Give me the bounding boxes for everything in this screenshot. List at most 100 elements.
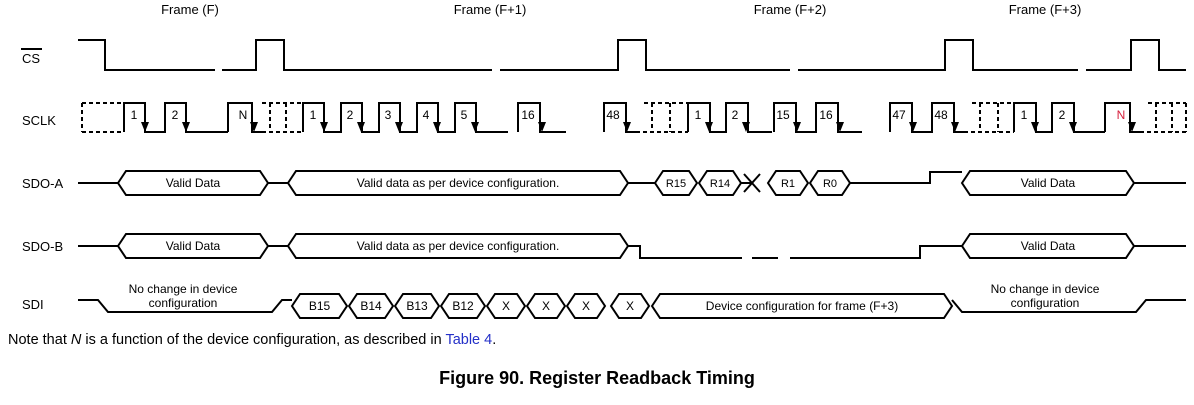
sdo-a-waveform: Valid Data Valid data as per device confi… <box>78 170 1186 196</box>
sdo-b-bus-shape-1 <box>286 233 630 259</box>
sdi-annotation-line1-1: No change in device <box>991 282 1100 296</box>
sdo-a-bus-shape-4 <box>766 170 810 196</box>
sdi-bus-label-2: B13 <box>406 299 428 313</box>
sclk-number-10: 1 <box>695 108 702 122</box>
frame-label-2: Frame (F+2) <box>754 2 827 17</box>
sclk-number-0: 1 <box>131 108 138 122</box>
sclk-falling-edge-arrow-15 <box>951 104 959 132</box>
sdo-b-bus-shape-0 <box>116 233 270 259</box>
signal-label-group: CS SCLK SDO-A SDO-B SDI <box>21 48 64 312</box>
sclk-falling-edge-arrow-14 <box>909 104 917 132</box>
sdo-a-bus-shape-5 <box>808 170 852 196</box>
sdi-annotation-line1-0: No change in device <box>129 282 238 296</box>
sdo-a-bus-shape-0 <box>116 170 270 196</box>
sclk-falling-edge-arrow-4 <box>357 104 365 132</box>
sdo-b-bus-label-2: Valid Data <box>1021 239 1076 253</box>
sdo-a-bus-shape-3 <box>697 170 743 196</box>
sdo-a-bus-shape-2 <box>653 170 699 196</box>
sclk-number-8: 16 <box>521 108 535 122</box>
cs-waveform <box>78 39 1186 71</box>
note-mid: is a function of the device configuratio… <box>81 332 446 348</box>
sdo-a-bus-label-2: R15 <box>666 178 686 190</box>
sclk-falling-edge-arrow-5 <box>395 104 403 132</box>
sdo-b-waveform: Valid Data Valid data as per device confi… <box>78 233 1186 259</box>
frame-label-3: Frame (F+3) <box>1009 2 1082 17</box>
sclk-number-12: 15 <box>776 108 790 122</box>
sdo-a-bus-group: Valid Data Valid data as per device confi… <box>116 170 1136 196</box>
sdo-b-bus-shape-2 <box>960 233 1136 259</box>
sclk-number-17: 2 <box>1059 108 1066 122</box>
sdo-a-bus-label-6: Valid Data <box>1021 176 1076 190</box>
sdo-a-bus-shape-6 <box>960 170 1136 196</box>
sclk-falling-edge-arrow-9 <box>623 104 631 132</box>
sdo-a-bus-label-3: R14 <box>710 178 730 190</box>
sdi-bus-shape-1 <box>347 293 395 319</box>
sclk-number-11: 2 <box>732 108 739 122</box>
signal-label-sdi: SDI <box>22 297 44 312</box>
sdi-bus-label-5: X <box>542 299 550 313</box>
timing-diagram: Frame (F)Frame (F+1)Frame (F+2)Frame (F+… <box>21 2 1187 319</box>
frame-label-0: Frame (F) <box>161 2 219 17</box>
sdo-a-bus-shape-1 <box>286 170 630 196</box>
note-table-link[interactable]: Table 4 <box>445 332 493 348</box>
sclk-falling-edge-arrow-13 <box>836 104 844 132</box>
sdi-bus-shape-7 <box>609 293 651 319</box>
sdi-annotation-line2-1: configuration <box>1011 296 1080 310</box>
sclk-number-3: 1 <box>310 108 317 122</box>
sdi-bus-shape-2 <box>393 293 441 319</box>
sdi-bus-shape-4 <box>485 293 527 319</box>
sdo-b-bus-label-1: Valid data as per device configuration. <box>357 239 560 253</box>
sdo-b-bus-label-0: Valid Data <box>166 239 221 253</box>
sdi-bus-label-0: B15 <box>309 299 331 313</box>
sclk-falling-edge-arrow-16 <box>1031 104 1039 132</box>
sdo-a-bus-label-5: R0 <box>823 178 837 190</box>
sclk-number-1: 2 <box>172 108 179 122</box>
sdi-bus-shape-3 <box>439 293 487 319</box>
sdo-a-bus-label-4: R1 <box>781 178 795 190</box>
sclk-falling-edge-arrow-7 <box>471 104 479 132</box>
figure-caption: Figure 90. Register Readback Timing <box>439 368 755 388</box>
sclk-number-4: 2 <box>347 108 354 122</box>
sclk-falling-edge-arrow-8 <box>538 104 546 132</box>
note-suffix: . <box>492 332 497 348</box>
sdo-a-bus-label-1: Valid data as per device configuration. <box>357 176 560 190</box>
figure-note: Note that N is a function of the device … <box>8 332 496 348</box>
sdi-bus-shape-5 <box>525 293 567 319</box>
sclk-falling-edge-arrow-1 <box>182 104 190 132</box>
sclk-falling-edge-arrow-11 <box>742 104 750 132</box>
sclk-falling-edge-arrow-10 <box>705 104 713 132</box>
sclk-number-5: 3 <box>385 108 392 122</box>
sclk-number-7: 5 <box>461 108 468 122</box>
sclk-falling-edge-arrow-12 <box>793 104 801 132</box>
sdi-bus-label-3: B12 <box>452 299 474 313</box>
sclk-number-18: N <box>1117 108 1126 122</box>
sdi-bus-shape-6 <box>565 293 607 319</box>
signal-label-sdo-a: SDO-A <box>22 176 64 191</box>
signal-label-sclk: SCLK <box>22 113 56 128</box>
sclk-number-14: 47 <box>892 108 906 122</box>
sclk-falling-edge-arrow-2 <box>250 104 258 132</box>
sdi-bus-shape-0 <box>290 293 349 319</box>
note-prefix: Note that <box>8 332 71 348</box>
sclk-number-9: 48 <box>606 108 620 122</box>
sdi-bus-label-1: B14 <box>360 299 382 313</box>
sclk-number-6: 4 <box>423 108 430 122</box>
sdi-bus-label-4: X <box>502 299 510 313</box>
sdi-bus-label-8: Device configuration for frame (F+3) <box>706 299 898 313</box>
sclk-falling-edge-arrow-0 <box>141 104 149 132</box>
sclk-falling-edge-arrow-3 <box>320 104 328 132</box>
signal-label-cs: CS <box>22 51 40 66</box>
note-italic-n: N <box>70 332 82 348</box>
sdo-a-bus-label-0: Valid Data <box>166 176 221 190</box>
sclk-number-13: 16 <box>819 108 833 122</box>
sclk-falling-edge-arrow-6 <box>433 104 441 132</box>
sdi-bus-label-7: X <box>626 299 634 313</box>
signal-label-sdo-b: SDO-B <box>22 239 63 254</box>
sdi-annotation-line2-0: configuration <box>149 296 218 310</box>
sdi-bus-shape-8 <box>650 293 954 319</box>
